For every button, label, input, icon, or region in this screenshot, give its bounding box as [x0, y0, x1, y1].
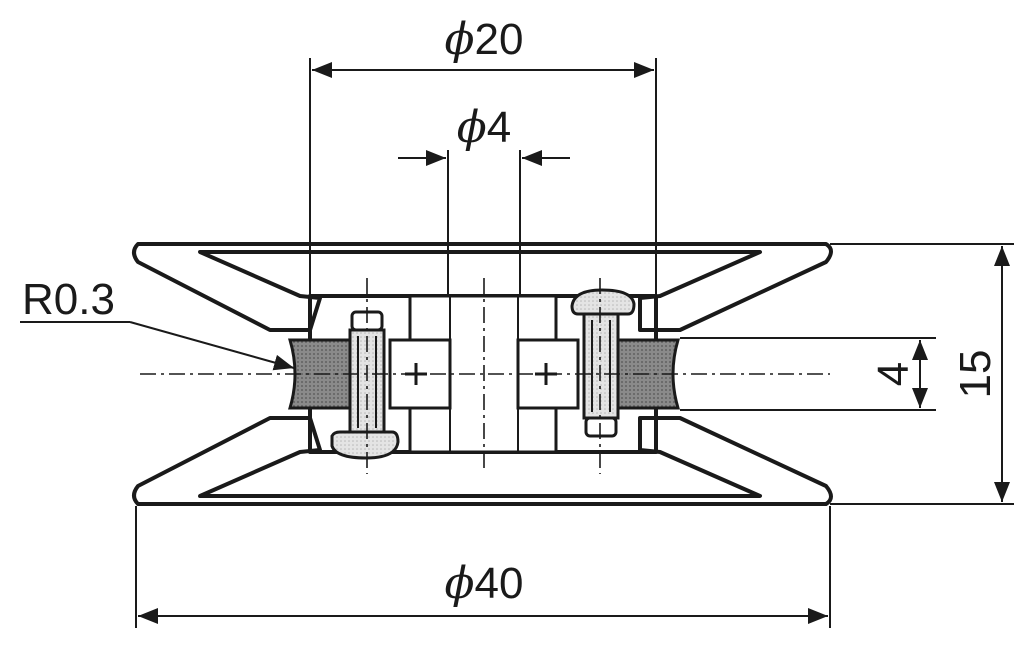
- radius-callout: R0.3: [20, 275, 295, 371]
- dimension-groove-width: 4: [680, 337, 936, 411]
- width-label: 15: [951, 350, 1000, 399]
- radius-label: R0.3: [22, 275, 115, 324]
- dimension-inner-diameter: ϕ20: [309, 14, 657, 296]
- lower-flange: [132, 416, 833, 506]
- outer-diameter-label: ϕ40: [445, 558, 524, 609]
- upper-flange: [132, 242, 833, 332]
- center-lines: [140, 278, 830, 474]
- bore-diameter-label: ϕ4: [457, 102, 511, 153]
- dimension-bore-diameter: ϕ4: [398, 102, 570, 296]
- right-screw: [570, 288, 636, 438]
- groove-width-label: 4: [869, 362, 918, 386]
- dimension-outer-diameter: ϕ40: [135, 506, 831, 628]
- dimension-width: 15: [830, 243, 1014, 505]
- inner-diameter-label: ϕ20: [445, 14, 524, 65]
